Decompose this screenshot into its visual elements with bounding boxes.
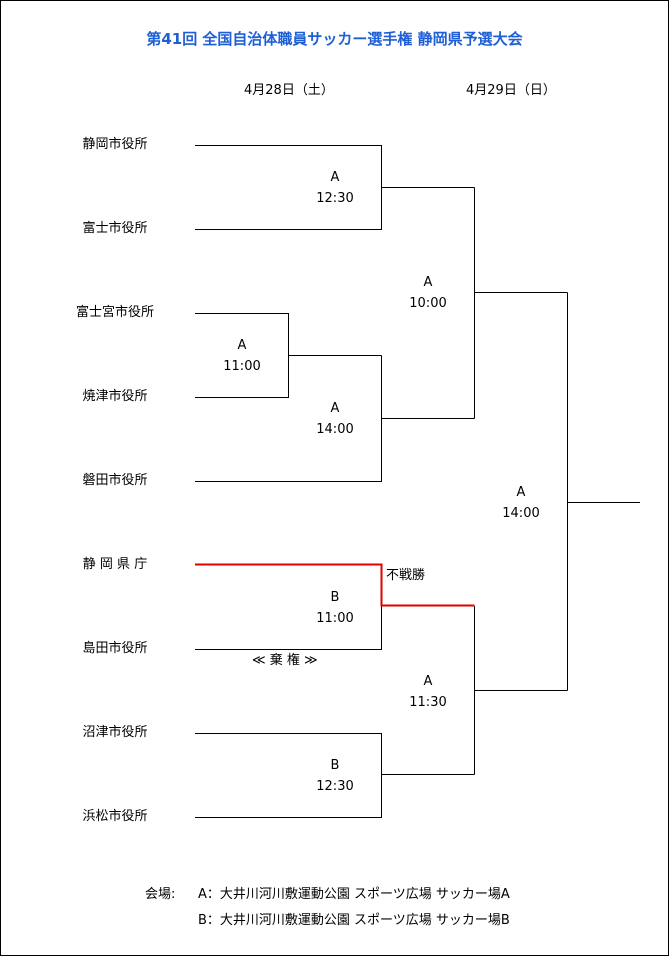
bracket-line-m4 [195, 606, 382, 650]
team-shizuoka-city: 静岡市役所 [82, 137, 148, 152]
match3-venue: A [330, 401, 340, 416]
match6-time: 10:00 [409, 296, 447, 311]
match3-time: 14:00 [316, 422, 354, 437]
match6-venue: A [423, 275, 433, 290]
team-hamamatsu-city: 浜松市役所 [82, 809, 148, 824]
match2-time: 11:00 [223, 359, 261, 374]
venue-a: A：大井川河川敷運動公園 スポーツ広場 サッカー場A [198, 887, 510, 902]
bracket-line-m3 [195, 355, 382, 482]
match1-venue: A [330, 170, 340, 185]
bracket-line-m2 [195, 313, 289, 398]
page-title: 第41回 全国自治体職員サッカー選手権 静岡県予選大会 [146, 30, 523, 48]
match1-time: 12:30 [316, 191, 354, 206]
team-shimada-city: 島田市役所 [82, 641, 148, 656]
bracket-line-m5 [195, 733, 382, 818]
venue-label: 会場: [145, 887, 176, 902]
team-shizuoka-pref: 静 岡 県 庁 [82, 557, 148, 572]
team-fuji-city: 富士市役所 [82, 221, 148, 236]
venue-b: B：大井川河川敷運動公園 スポーツ広場 サッカー場B [198, 913, 510, 928]
bracket-line-m1 [195, 145, 382, 230]
date-day2: 4月29日（日） [466, 83, 556, 98]
match5-venue: B [330, 758, 340, 773]
team-numazu-city: 沼津市役所 [82, 725, 148, 740]
team-iwata-city: 磐田市役所 [82, 473, 148, 488]
walkover-note: 不戦勝 [386, 568, 426, 583]
match2-venue: A [237, 338, 247, 353]
match4-time: 11:00 [316, 611, 354, 626]
match8-venue: A [516, 485, 526, 500]
match7-time: 11:30 [409, 695, 447, 710]
match7-venue: A [423, 674, 433, 689]
match4-venue: B [330, 590, 340, 605]
walkover-path [195, 563, 475, 607]
date-day1: 4月28日（土） [244, 83, 334, 98]
match5-time: 12:30 [316, 779, 354, 794]
team-fujinomiya-city: 富士宮市役所 [75, 305, 154, 320]
team-yaizu-city: 焼津市役所 [82, 389, 148, 404]
match8-time: 14:00 [502, 506, 540, 521]
forfeit-note: ≪ 棄 権 ≫ [252, 653, 318, 668]
